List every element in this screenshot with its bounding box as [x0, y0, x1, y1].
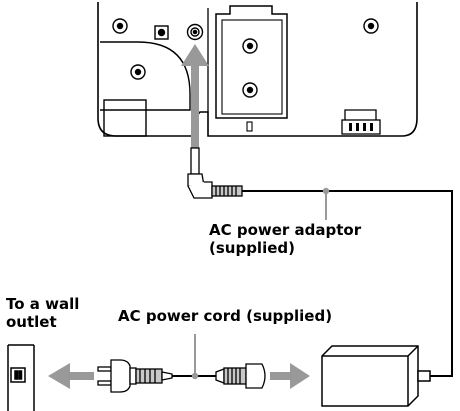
arrow-to-adaptor: [270, 363, 310, 389]
wall-outlet-label-line2: outlet: [6, 313, 57, 331]
wall-outlet-label: To a wall outlet: [6, 295, 79, 331]
ac-cord-label: AC power cord (supplied): [118, 307, 333, 325]
ac-adaptor-label: AC power adaptor (supplied): [209, 221, 361, 257]
wall-outlet: [7, 344, 35, 411]
adaptor-label-leader: [322, 187, 330, 220]
wall-outlet-label-line1: To a wall: [6, 295, 80, 313]
dc-in-jack: [154, 23, 204, 41]
ac-adaptor-label-line1: AC power adaptor: [209, 221, 362, 239]
arrow-to-outlet: [48, 363, 94, 389]
ac-mains-plug: [97, 359, 173, 393]
ac-appliance-connector: [215, 363, 266, 389]
dc-cable: [242, 190, 453, 377]
device-back-panel: [97, 2, 418, 137]
cord-label-leader: [191, 334, 199, 380]
arrow-to-dc-in: [181, 44, 209, 152]
dc-plug: [187, 147, 243, 199]
screw-holes: [112, 18, 379, 98]
ac-adaptor-label-line2: (supplied): [209, 239, 295, 257]
ac-adaptor-box: [321, 345, 431, 407]
battery-terminal: [349, 123, 373, 131]
